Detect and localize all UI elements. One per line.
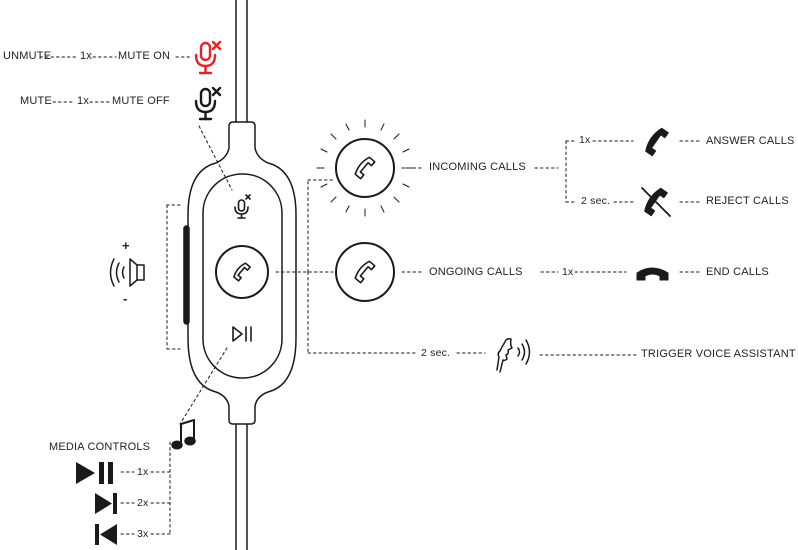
incoming-call-icon [316,119,414,217]
controller-outer-shell [187,121,297,425]
reject-press-duration: 2 sec. [581,195,611,207]
answer-press-count: 1x [579,134,591,146]
next-track-press-count: 2x [137,497,149,509]
controller-inner-panel [202,173,283,379]
reject-call-icon [641,187,671,217]
incoming-calls-label: INCOMING CALLS [429,161,526,173]
media-leaders [120,347,228,535]
voice-press-duration: 2 sec. [421,347,451,359]
trigger-voice-assistant-label: TRIGGER VOICE ASSISTANT [641,348,796,360]
mute-press-count: 1x [77,95,90,107]
mute-off-label: MUTE OFF [112,95,170,107]
unmute-press-count: 1x [80,50,93,62]
unmute-label: UNMUTE [3,50,52,62]
next-track-icon [95,493,117,514]
end-press-count: 1x [562,266,574,278]
mute-on-label: MUTE ON [118,50,171,62]
ringing-rays [316,119,414,217]
controller-mute-button-icon[interactable] [234,194,251,219]
volume-bracket [166,204,181,350]
call-leaders [275,140,703,356]
voice-assistant-icon [496,338,531,373]
volume-rocker[interactable] [183,225,190,325]
mute-label: MUTE [20,95,52,107]
previous-track-press-count: 3x [137,528,149,540]
speaker-volume-icon [109,258,145,287]
volume-plus-sign: + [122,238,130,253]
previous-track-icon [95,524,117,545]
answer-calls-label: ANSWER CALLS [706,135,795,147]
mute-off-icon [194,86,222,121]
media-controls-label: MEDIA CONTROLS [49,441,151,453]
ongoing-calls-label: ONGOING CALLS [429,266,523,278]
mute-on-icon [194,40,222,75]
headset-cable [235,0,248,550]
controller-play-pause-icon[interactable] [232,326,252,342]
play-pause-media-icon [76,462,113,484]
ongoing-call-icon [335,242,395,302]
reject-calls-label: REJECT CALLS [706,195,789,207]
music-note-icon [171,419,196,450]
play-pause-press-count: 1x [137,466,149,478]
end-call-icon [636,267,669,281]
controller-call-button[interactable] [215,245,269,299]
end-calls-label: END CALLS [706,266,769,278]
answer-call-icon [645,127,669,157]
volume-minus-sign: - [123,291,128,306]
mute-leaders [39,56,233,191]
